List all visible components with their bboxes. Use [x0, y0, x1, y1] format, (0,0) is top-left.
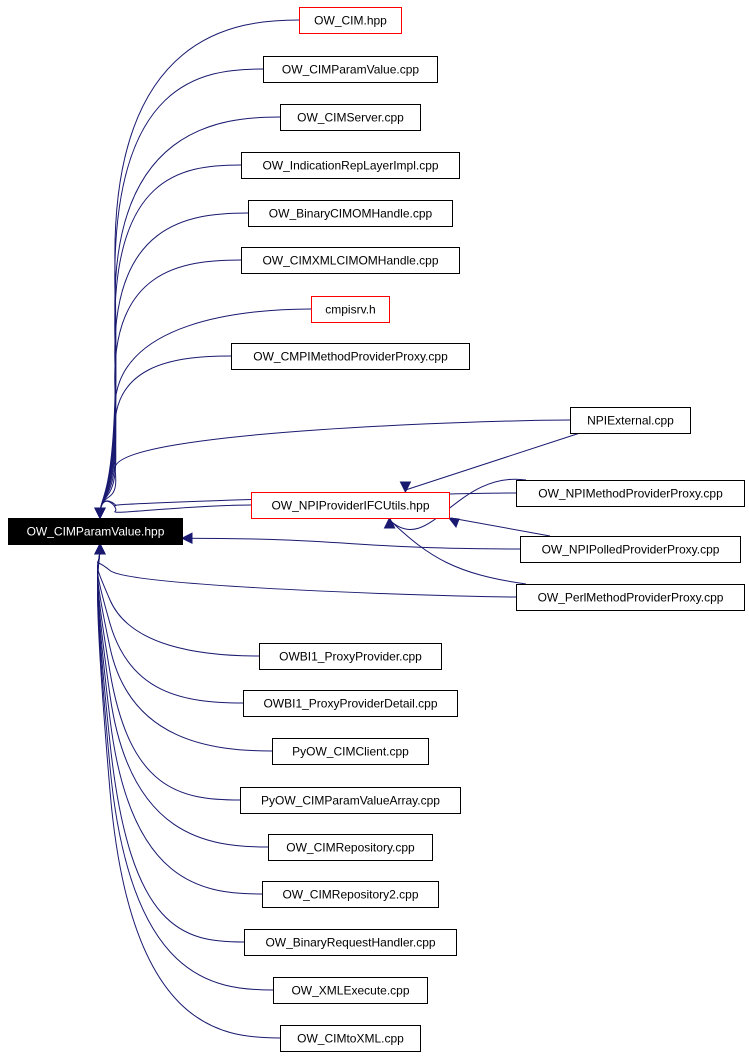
node-box — [280, 104, 421, 131]
node-label: OW_BinaryCIMOMHandle.cpp — [269, 207, 433, 221]
edges-layer — [94, 19, 581, 1039]
node-label: OW_NPIPolledProviderProxy.cpp — [542, 543, 720, 557]
edge-pyow-cimclient-cpp-to-ow-cimparamvalue-hpp — [97, 545, 273, 752]
node-label: OW_PerlMethodProviderProxy.cpp — [538, 591, 724, 605]
node-owbi1-proxyproviderdetail-cpp[interactable]: OWBI1_ProxyProviderDetail.cpp — [243, 690, 458, 717]
edge-npiexternal-cpp-to-npiproviderifcutils-hpp-arrowhead — [399, 481, 412, 494]
node-npiproviderifcutils-hpp[interactable]: OW_NPIProviderIFCUtils.hpp — [251, 492, 450, 519]
edge-binarycimomhandle-cpp-to-ow-cimparamvalue-hpp — [99, 212, 249, 517]
edge-npipolledproviderproxy-cpp-to-npiproviderifcutils-hpp-arrowhead — [447, 517, 460, 529]
nodes-layer: OW_CIMParamValue.hpp OW_CIM.hppOW_CIMPara… — [8, 7, 745, 1052]
edge-perlmethodproviderproxy-cpp-to-ow-cimparamvalue-hpp — [97, 545, 517, 598]
edge-npiproviderifcutils-hpp-to-ow-cimparamvalue-hpp — [99, 500, 252, 517]
node-box — [263, 56, 438, 83]
node-label: OW_BinaryRequestHandler.cpp — [265, 936, 435, 950]
node-cimserver-cpp[interactable]: OW_CIMServer.cpp — [280, 104, 421, 131]
edge-npiexternal-cpp-to-ow-cimparamvalue-hpp — [99, 419, 571, 517]
node-label: OW_CIMParamValue.hpp — [27, 525, 165, 539]
node-label: PyOW_CIMParamValueArray.cpp — [261, 794, 440, 808]
node-label: OW_CIMtoXML.cpp — [297, 1032, 404, 1046]
node-box — [243, 690, 458, 717]
node-cimtoxml-cpp[interactable]: OW_CIMtoXML.cpp — [280, 1025, 421, 1052]
node-box — [231, 343, 470, 370]
node-label: OW_CIMRepository2.cpp — [282, 888, 418, 902]
node-box — [241, 247, 460, 274]
node-label: OW_NPIMethodProviderProxy.cpp — [538, 487, 723, 501]
node-cimxmlcimomhandle-cpp[interactable]: OW_CIMXMLCIMOMHandle.cpp — [241, 247, 460, 274]
node-label: OW_CIMParamValue.cpp — [282, 63, 419, 77]
node-box — [516, 584, 745, 611]
edge-xmlexecute-cpp-to-ow-cimparamvalue-hpp — [97, 545, 274, 991]
node-label: NPIExternal.cpp — [587, 414, 674, 428]
node-label: OW_XMLExecute.cpp — [291, 984, 409, 998]
node-box — [520, 536, 741, 563]
edge-perlmethodproviderproxy-cpp-to-npiproviderifcutils-hpp-arrowhead — [383, 516, 396, 529]
node-label: OWBI1_ProxyProvider.cpp — [279, 650, 422, 664]
edge-pyow-cimparamvaluearray-cpp-to-ow-cimparamvalue-hpp — [97, 545, 241, 801]
edge-npipolledproviderproxy-cpp-to-ow-cimparamvalue-hpp-arrowhead — [180, 532, 193, 545]
node-box — [299, 7, 402, 34]
node-label: OW_IndicationRepLayerImpl.cpp — [262, 159, 438, 173]
node-label: OWBI1_ProxyProviderDetail.cpp — [263, 697, 437, 711]
node-box — [273, 977, 428, 1004]
edge-cimxmlcimomhandle-cpp-to-ow-cimparamvalue-hpp — [99, 259, 242, 517]
node-root-ow-cimparamvalue-hpp[interactable]: OW_CIMParamValue.hpp — [8, 518, 183, 545]
node-xmlexecute-cpp[interactable]: OW_XMLExecute.cpp — [273, 977, 428, 1004]
edge-cimtoxml-cpp-to-ow-cimparamvalue-hpp — [97, 545, 281, 1039]
edge-cimtoxml-cpp-to-ow-cimparamvalue-hpp-arrowhead — [94, 542, 106, 555]
edge-perlmethodproviderproxy-cpp-to-npiproviderifcutils-hpp — [389, 519, 527, 585]
node-box — [280, 1025, 421, 1052]
node-npiexternal-cpp[interactable]: NPIExternal.cpp — [570, 407, 691, 434]
node-pyow-cimparamvaluearray-cpp[interactable]: PyOW_CIMParamValueArray.cpp — [240, 787, 461, 814]
node-box — [8, 518, 183, 545]
node-cimrepository-cpp[interactable]: OW_CIMRepository.cpp — [268, 834, 433, 861]
edge-cimparamvalue-cpp-to-ow-cimparamvalue-hpp — [99, 68, 264, 517]
edge-npipolledproviderproxy-cpp-to-ow-cimparamvalue-hpp — [183, 537, 521, 550]
node-box — [268, 834, 433, 861]
node-label: OW_NPIProviderIFCUtils.hpp — [271, 499, 429, 513]
node-owbi1-proxyprovider-cpp[interactable]: OWBI1_ProxyProvider.cpp — [259, 643, 442, 670]
node-label: OW_CIMServer.cpp — [297, 111, 404, 125]
node-indicationreplayerimpl-cpp[interactable]: OW_IndicationRepLayerImpl.cpp — [241, 152, 460, 179]
edge-npiexternal-cpp-to-npiproviderifcutils-hpp — [405, 432, 581, 491]
node-box — [570, 407, 691, 434]
node-box — [248, 200, 453, 227]
node-box — [240, 787, 461, 814]
node-box — [251, 492, 450, 519]
edge-indicationreplayerimpl-cpp-to-ow-cimparamvalue-hpp — [99, 164, 242, 517]
node-npimethodproviderproxy-cpp[interactable]: OW_NPIMethodProviderProxy.cpp — [516, 480, 745, 507]
edge-npiproviderifcutils-hpp-to-ow-cimparamvalue-hpp-arrowhead — [94, 507, 106, 520]
node-box — [516, 480, 745, 507]
node-label: OW_CIMXMLCIMOMHandle.cpp — [262, 254, 438, 268]
node-box — [259, 643, 442, 670]
edge-owbi1-proxyprovider-cpp-to-ow-cimparamvalue-hpp — [97, 545, 260, 657]
node-binarycimomhandle-cpp[interactable]: OW_BinaryCIMOMHandle.cpp — [248, 200, 453, 227]
node-box — [244, 929, 457, 956]
node-box — [262, 881, 439, 908]
node-label: OW_CMPIMethodProviderProxy.cpp — [253, 350, 448, 364]
node-cimparamvalue-cpp[interactable]: OW_CIMParamValue.cpp — [263, 56, 438, 83]
edge-cmpimethodproviderproxy-cpp-to-ow-cimparamvalue-hpp — [99, 355, 232, 517]
node-cim-hpp[interactable]: OW_CIM.hpp — [299, 7, 402, 34]
edge-cmpisrv-h-to-ow-cimparamvalue-hpp — [99, 308, 312, 517]
node-label: OW_CIM.hpp — [314, 14, 387, 28]
node-cmpimethodproviderproxy-cpp[interactable]: OW_CMPIMethodProviderProxy.cpp — [231, 343, 470, 370]
node-binaryrequesthandler-cpp[interactable]: OW_BinaryRequestHandler.cpp — [244, 929, 457, 956]
node-box — [241, 152, 460, 179]
node-label: OW_CIMRepository.cpp — [286, 841, 415, 855]
node-cimrepository2-cpp[interactable]: OW_CIMRepository2.cpp — [262, 881, 439, 908]
node-label: PyOW_CIMClient.cpp — [292, 745, 409, 759]
edge-binaryrequesthandler-cpp-to-ow-cimparamvalue-hpp — [97, 545, 245, 943]
node-box — [272, 738, 429, 765]
node-box — [311, 296, 390, 323]
node-pyow-cimclient-cpp[interactable]: PyOW_CIMClient.cpp — [272, 738, 429, 765]
node-label: cmpisrv.h — [325, 303, 375, 317]
node-npipolledproviderproxy-cpp[interactable]: OW_NPIPolledProviderProxy.cpp — [520, 536, 741, 563]
node-perlmethodproviderproxy-cpp[interactable]: OW_PerlMethodProviderProxy.cpp — [516, 584, 745, 611]
edge-owbi1-proxyproviderdetail-cpp-to-ow-cimparamvalue-hpp — [97, 545, 244, 704]
node-cmpisrv-h[interactable]: cmpisrv.h — [311, 296, 390, 323]
edge-npipolledproviderproxy-cpp-to-npiproviderifcutils-hpp — [450, 517, 551, 537]
